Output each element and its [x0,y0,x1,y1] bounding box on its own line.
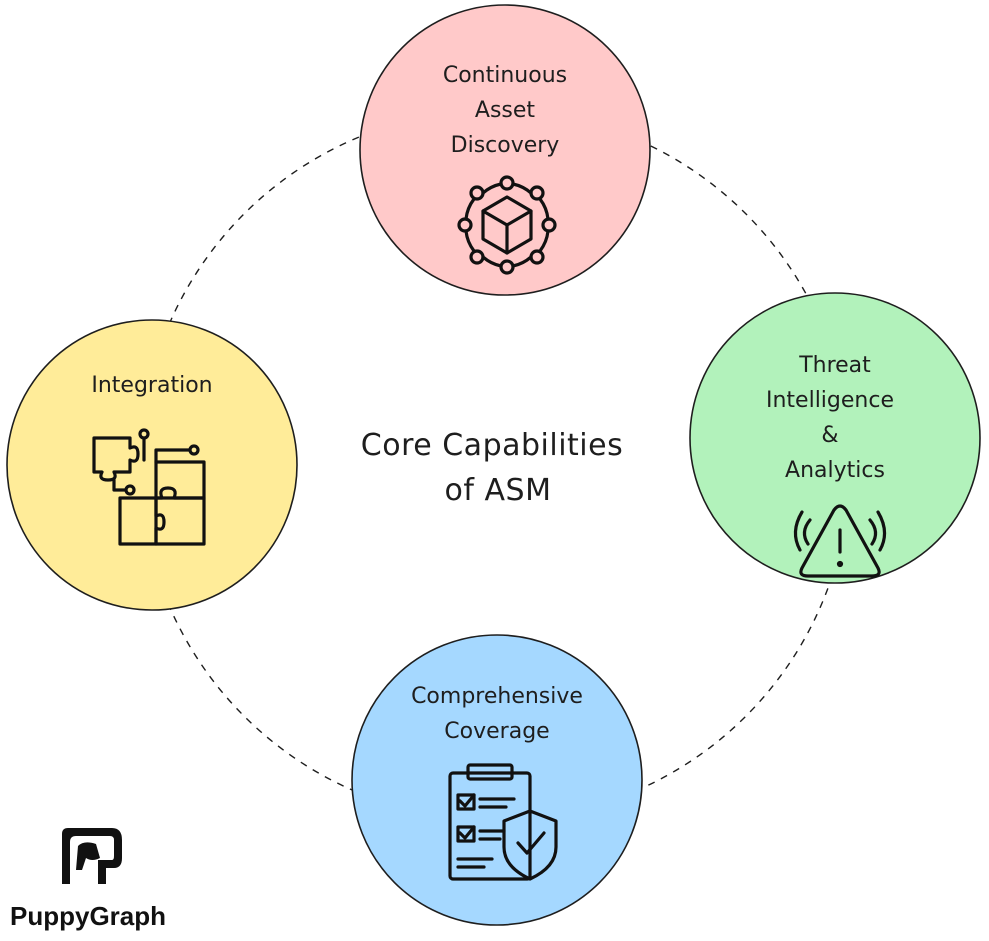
node-label-line: Asset [475,98,536,123]
node-label-line: Threat [798,353,871,378]
network-cube-icon [457,175,557,275]
node-label-line: & [821,423,838,448]
node-label-line: Continuous [443,63,567,88]
node-label-line: Coverage [444,719,549,744]
node-label-line: Discovery [451,133,560,158]
warning-triangle-icon [793,504,887,578]
center-title-line-2: of ASM [445,473,552,508]
puzzle-pieces-icon [92,428,206,546]
node-comprehensive-coverage: Comprehensive Coverage [351,634,643,926]
node-circle-continuous-asset-discovery [359,4,651,296]
node-circle-integration [6,319,298,611]
node-continuous-asset-discovery: Continuous Asset Discovery [359,4,651,296]
node-circle-threat-intelligence [689,292,981,584]
center-title-line-1: Core Capabilities [361,428,623,463]
node-label-line: Analytics [785,458,885,483]
puppygraph-logo-icon [62,828,122,884]
checklist-shield-icon [448,763,558,881]
brand-name: PuppyGraph [10,901,166,931]
node-label-line: Comprehensive [411,684,583,709]
node-label-line: Integration [91,373,212,398]
node-threat-intelligence: Threat Intelligence & Analytics [689,292,981,584]
node-integration: Integration [6,319,298,611]
node-label-line: Intelligence [766,388,894,413]
